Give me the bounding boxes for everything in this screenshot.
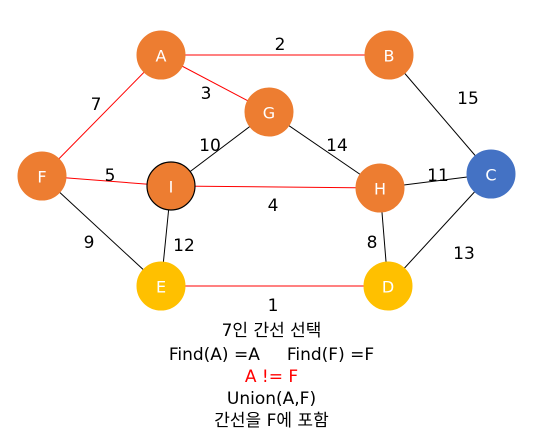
node-label-c: C: [485, 166, 496, 185]
caption-line-2: Find(A) =A Find(F) =F: [168, 345, 375, 365]
node-circle-e: [136, 261, 186, 311]
node-circle-i: [146, 161, 196, 211]
node-label-g: G: [263, 104, 275, 123]
nodes-layer: A B G F I H C E D: [17, 30, 516, 311]
edge-i-h: [170, 185, 381, 189]
node-label-b: B: [384, 47, 395, 66]
node-h: H: [355, 163, 405, 213]
node-circle-f: [17, 151, 67, 201]
caption-line-4: Union(A,F): [226, 389, 317, 409]
caption-line-3: A != F: [244, 367, 299, 387]
edge-c-d: [387, 173, 492, 287]
edge-weight-b-c: 15: [457, 89, 479, 109]
caption-line-5: 간선을 F에 포함: [214, 411, 329, 431]
node-c: C: [466, 149, 516, 199]
node-circle-d: [363, 261, 413, 311]
edge-weight-a-b: 2: [275, 35, 286, 55]
edge-f-e: [41, 175, 162, 287]
node-d: D: [363, 261, 413, 311]
edge-weight-a-f: 7: [91, 95, 102, 115]
edge-a-f: [41, 54, 162, 177]
node-circle-a: [136, 30, 186, 80]
edge-weight-g-i: 10: [199, 136, 221, 156]
node-a: A: [136, 30, 186, 80]
edge-weight-f-i: 5: [105, 166, 116, 186]
node-label-e: E: [156, 278, 166, 297]
node-label-d: D: [382, 278, 394, 297]
edge-weight-c-d: 13: [453, 244, 475, 264]
edge-weight-h-c: 11: [427, 166, 449, 186]
node-circle-h: [355, 163, 405, 213]
edge-weight-i-h: 4: [268, 196, 279, 216]
node-e: E: [136, 261, 186, 311]
edge-weight-i-e: 12: [173, 236, 195, 256]
node-i: I: [146, 161, 196, 211]
node-circle-g: [244, 87, 294, 137]
edge-weight-a-g: 3: [201, 84, 212, 104]
edge-b-c: [388, 54, 492, 175]
node-f: F: [17, 151, 67, 201]
node-g: G: [244, 87, 294, 137]
node-b: B: [364, 30, 414, 80]
edge-labels-layer: 2 3 7 15 10 14 5 4 11 9 12 8 13 1: [84, 35, 479, 316]
edge-weight-g-h: 14: [326, 136, 348, 156]
edge-weight-h-d: 8: [367, 233, 378, 253]
node-circle-b: [364, 30, 414, 80]
node-label-a: A: [156, 47, 167, 66]
edge-weight-f-e: 9: [84, 233, 95, 253]
caption-line-1: 7인 간선 선택: [221, 321, 322, 341]
edge-weight-e-d: 1: [268, 296, 279, 316]
node-circle-c: [466, 149, 516, 199]
node-label-h: H: [374, 180, 386, 199]
node-label-f: F: [37, 168, 46, 187]
node-label-i: I: [169, 178, 174, 197]
